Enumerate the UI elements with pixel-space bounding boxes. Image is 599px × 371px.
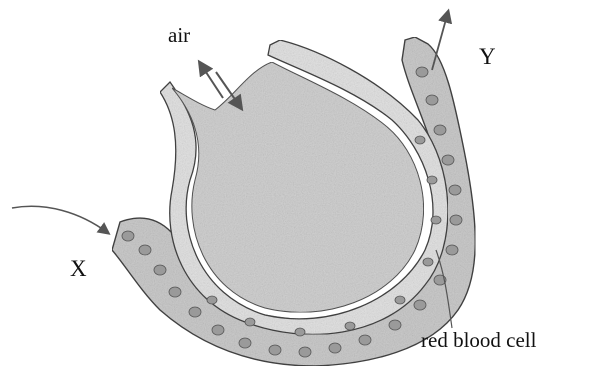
red-blood-cell — [329, 343, 341, 353]
red-blood-cell — [299, 347, 311, 357]
red-blood-cell — [154, 265, 166, 275]
red-blood-cell — [434, 125, 446, 135]
x-label: X — [70, 257, 87, 280]
red-blood-cell — [359, 335, 371, 345]
red-blood-cell — [139, 245, 151, 255]
red-blood-cell — [416, 67, 428, 77]
red-blood-cell — [269, 345, 281, 355]
y-label: Y — [479, 45, 496, 68]
air-in-arrow — [200, 63, 223, 98]
red-blood-cell — [446, 245, 458, 255]
red-blood-cell — [414, 300, 426, 310]
red-blood-cell — [245, 318, 255, 326]
red-blood-cell — [427, 176, 437, 184]
red-blood-cell — [442, 155, 454, 165]
red-blood-cell — [169, 287, 181, 297]
red-blood-cell — [239, 338, 251, 348]
red-blood-cell-label: red blood cell — [421, 330, 536, 351]
red-blood-cell — [345, 322, 355, 330]
air-label: air — [168, 25, 190, 46]
red-blood-cell — [207, 296, 217, 304]
red-blood-cell — [295, 328, 305, 336]
blood-in-arrow — [12, 206, 108, 233]
red-blood-cell — [389, 320, 401, 330]
red-blood-cell — [450, 215, 462, 225]
red-blood-cell — [423, 258, 433, 266]
red-blood-cell — [415, 136, 425, 144]
red-blood-cell — [122, 231, 134, 241]
red-blood-cell — [431, 216, 441, 224]
red-blood-cell — [395, 296, 405, 304]
red-blood-cell — [212, 325, 224, 335]
red-blood-cell — [426, 95, 438, 105]
red-blood-cell — [189, 307, 201, 317]
red-blood-cell — [449, 185, 461, 195]
